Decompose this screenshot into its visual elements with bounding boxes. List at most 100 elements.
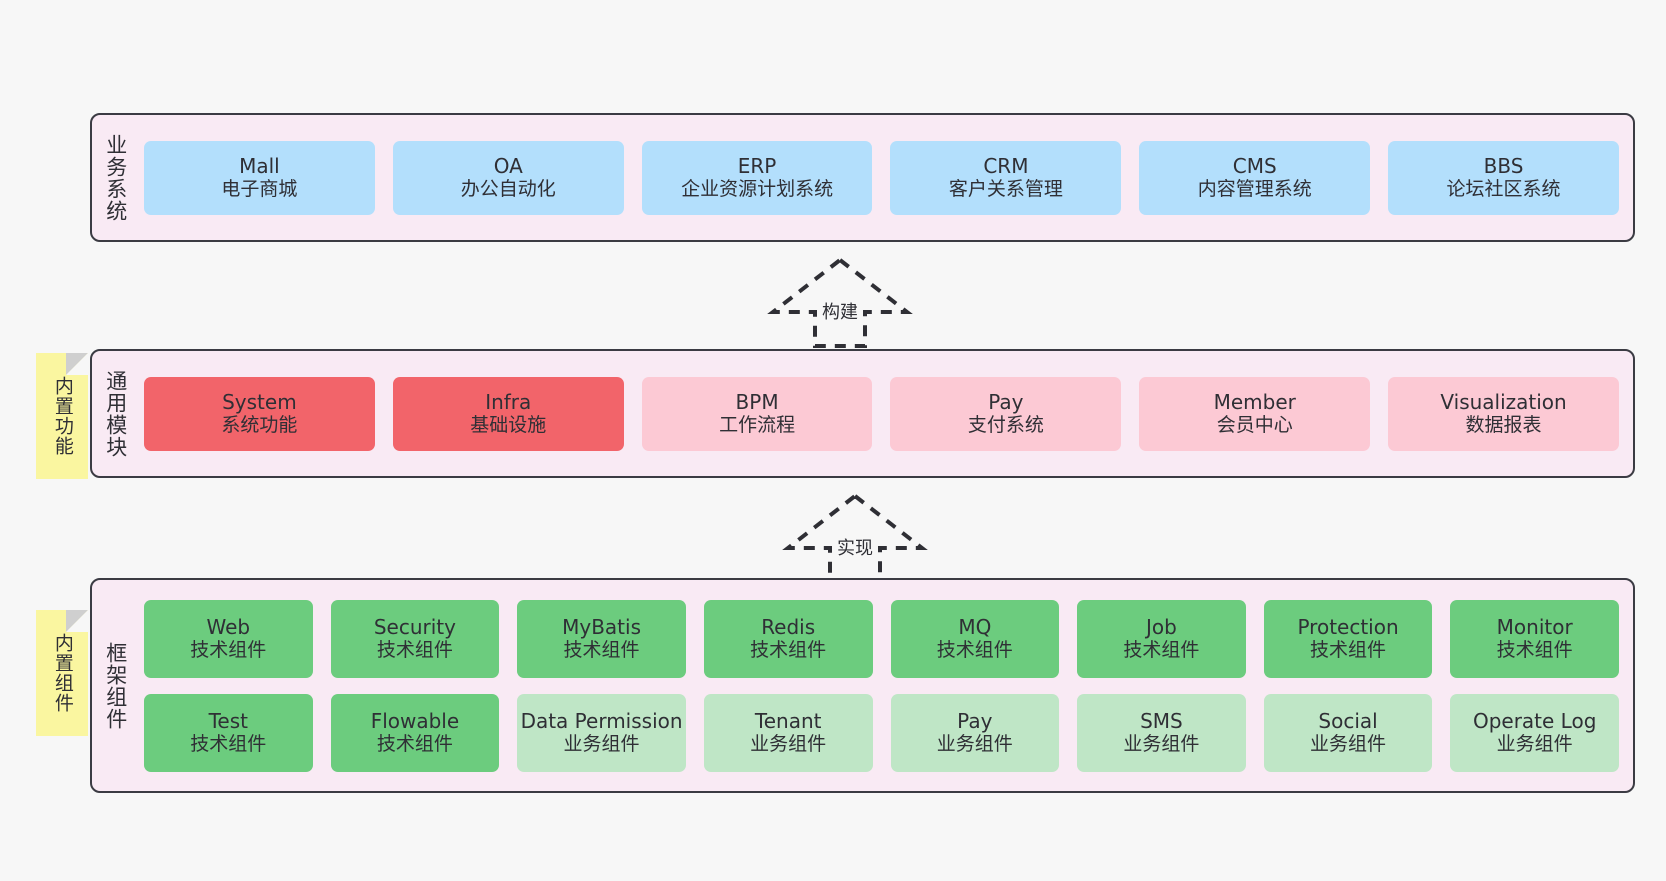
card-subtitle: 技术组件 <box>563 639 640 662</box>
card-title: Security <box>373 614 456 639</box>
layer-title-framework-component: 框架组件 <box>103 641 128 730</box>
card-subtitle: 技术组件 <box>190 639 267 662</box>
card-title: ERP <box>737 153 777 178</box>
card-title: Flowable <box>370 708 460 733</box>
card-subtitle: 技术组件 <box>1496 639 1573 662</box>
card-subtitle: 技术组件 <box>376 639 453 662</box>
card-title: Infra <box>485 389 532 414</box>
layer-body-framework-component: Web 技术组件 Security 技术组件 MyBatis 技术组件 Redi… <box>138 580 1633 791</box>
card-pay[interactable]: Pay 支付系统 <box>890 376 1122 451</box>
card-mybatis[interactable]: MyBatis 技术组件 <box>517 599 686 678</box>
card-sms[interactable]: SMS 业务组件 <box>1077 693 1246 772</box>
card-title: Tenant <box>754 708 822 733</box>
layer-body-business-system: Mall 电子商城 OA 办公自动化 ERP 企业资源计划系统 CRM 客户关系… <box>138 115 1633 240</box>
card-mq[interactable]: MQ 技术组件 <box>890 599 1060 678</box>
card-title: Job <box>1146 614 1177 639</box>
card-row: Test 技术组件 Flowable 技术组件 Data Permission … <box>144 693 1619 772</box>
card-title: Web <box>206 614 251 639</box>
arrow-label-implement: 实现 <box>837 538 873 559</box>
card-operate-log[interactable]: Operate Log 业务组件 <box>1450 693 1619 772</box>
card-member[interactable]: Member 会员中心 <box>1139 376 1371 451</box>
generalization-arrow-shape <box>767 257 913 348</box>
card-security[interactable]: Security 技术组件 <box>330 599 500 678</box>
card-title: CRM <box>983 153 1029 178</box>
card-subtitle: 技术组件 <box>1310 639 1387 662</box>
card-subtitle: 技术组件 <box>376 733 453 756</box>
card-title: OA <box>493 153 523 178</box>
card-subtitle: 论坛社区系统 <box>1446 178 1561 201</box>
card-subtitle: 业务组件 <box>1123 733 1200 756</box>
card-test[interactable]: Test 技术组件 <box>144 693 313 772</box>
layer-body-common-module: System 系统功能 Infra 基础设施 BPM 工作流程 Pay 支付系统… <box>138 351 1633 476</box>
arrow-implement: 实现 <box>770 492 940 584</box>
card-subtitle: 技术组件 <box>936 639 1013 662</box>
card-title: Monitor <box>1496 614 1573 639</box>
card-data-permission[interactable]: Data Permission 业务组件 <box>517 693 686 772</box>
card-erp[interactable]: ERP 企业资源计划系统 <box>641 140 873 215</box>
card-subtitle: 电子商城 <box>221 178 298 201</box>
card-oa[interactable]: OA 办公自动化 <box>392 140 624 215</box>
card-subtitle: 内容管理系统 <box>1197 178 1312 201</box>
card-title: SMS <box>1140 708 1183 733</box>
card-protection[interactable]: Protection 技术组件 <box>1263 599 1433 678</box>
card-row: System 系统功能 Infra 基础设施 BPM 工作流程 Pay 支付系统… <box>144 376 1619 451</box>
card-web[interactable]: Web 技术组件 <box>144 599 313 678</box>
note-builtin-component: 内置组件 <box>36 610 88 736</box>
card-subtitle: 系统功能 <box>221 414 298 437</box>
card-subtitle: 会员中心 <box>1216 414 1293 437</box>
card-subtitle: 企业资源计划系统 <box>681 178 834 201</box>
card-title: Social <box>1318 708 1378 733</box>
layer-framework-component: 框架组件 Web 技术组件 Security 技术组件 MyBatis 技术组件… <box>90 578 1635 793</box>
card-subtitle: 基础设施 <box>470 414 547 437</box>
note-label: 内置功能 <box>51 376 74 456</box>
card-system[interactable]: System 系统功能 <box>144 376 375 451</box>
card-title: System <box>222 389 297 414</box>
card-cms[interactable]: CMS 内容管理系统 <box>1139 140 1371 215</box>
card-mall[interactable]: Mall 电子商城 <box>144 140 375 215</box>
note-fold-icon <box>66 353 88 375</box>
card-visualization[interactable]: Visualization 数据报表 <box>1388 376 1619 451</box>
card-title: Member <box>1213 389 1296 414</box>
card-title: MyBatis <box>562 614 641 639</box>
card-subtitle: 客户关系管理 <box>948 178 1063 201</box>
card-title: Visualization <box>1440 389 1567 414</box>
card-monitor[interactable]: Monitor 技术组件 <box>1450 599 1619 678</box>
card-subtitle: 技术组件 <box>190 733 267 756</box>
card-title: Mall <box>239 153 280 178</box>
note-label: 内置组件 <box>51 633 74 713</box>
card-subtitle: 业务组件 <box>563 733 640 756</box>
layer-title-business-system: 业务系统 <box>103 133 128 222</box>
card-row: Mall 电子商城 OA 办公自动化 ERP 企业资源计划系统 CRM 客户关系… <box>144 140 1619 215</box>
card-title: Data Permission <box>520 708 683 733</box>
card-title: BPM <box>735 389 779 414</box>
arrow-build: 构建 <box>755 256 925 348</box>
card-row: Web 技术组件 Security 技术组件 MyBatis 技术组件 Redi… <box>144 599 1619 678</box>
card-redis[interactable]: Redis 技术组件 <box>703 599 873 678</box>
card-title: Redis <box>761 614 816 639</box>
card-title: Test <box>208 708 248 733</box>
note-fold-icon <box>66 610 88 632</box>
card-title: Operate Log <box>1472 708 1597 733</box>
card-title: CMS <box>1232 153 1277 178</box>
layer-business-system: 业务系统 Mall 电子商城 OA 办公自动化 ERP 企业资源计划系统 CRM… <box>90 113 1635 242</box>
card-crm[interactable]: CRM 客户关系管理 <box>890 140 1122 215</box>
arrow-label-build: 构建 <box>822 302 858 323</box>
card-subtitle: 办公自动化 <box>460 178 556 201</box>
note-builtin-function: 内置功能 <box>36 353 88 479</box>
card-bpm[interactable]: BPM 工作流程 <box>641 376 873 451</box>
card-subtitle: 工作流程 <box>719 414 796 437</box>
card-social[interactable]: Social 业务组件 <box>1263 693 1433 772</box>
layer-title-common-module: 通用模块 <box>103 369 128 458</box>
card-flowable[interactable]: Flowable 技术组件 <box>330 693 500 772</box>
card-title: Protection <box>1297 614 1399 639</box>
card-pay-business[interactable]: Pay 业务组件 <box>890 693 1060 772</box>
card-subtitle: 业务组件 <box>936 733 1013 756</box>
card-title: Pay <box>988 389 1024 414</box>
card-subtitle: 业务组件 <box>750 733 827 756</box>
card-tenant[interactable]: Tenant 业务组件 <box>703 693 873 772</box>
card-job[interactable]: Job 技术组件 <box>1077 599 1246 678</box>
card-infra[interactable]: Infra 基础设施 <box>392 376 624 451</box>
card-title: BBS <box>1483 153 1524 178</box>
card-bbs[interactable]: BBS 论坛社区系统 <box>1388 140 1619 215</box>
card-subtitle: 技术组件 <box>750 639 827 662</box>
